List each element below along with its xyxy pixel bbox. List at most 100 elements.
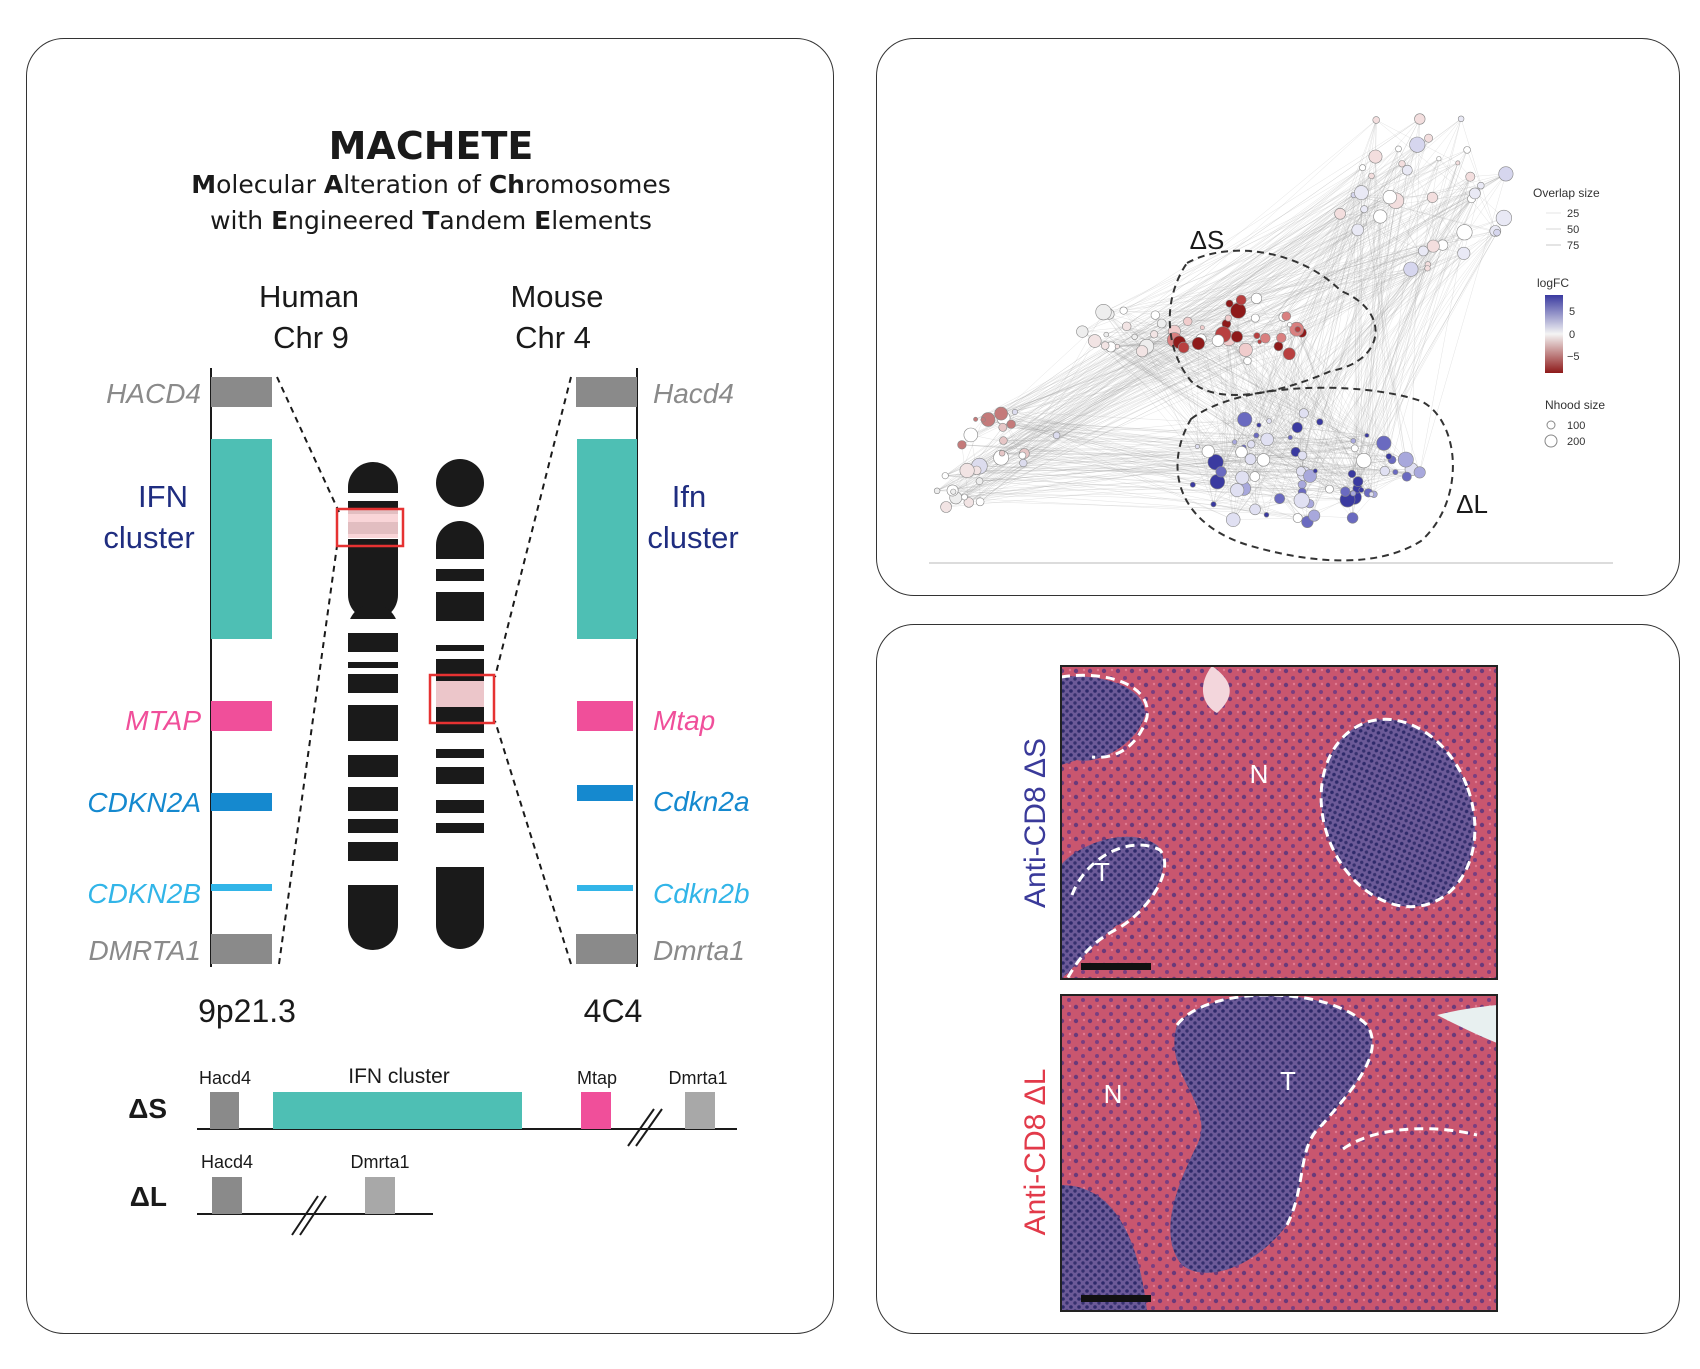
graph-edge [1258,346,1279,426]
graph-edge [1242,232,1498,478]
graph-edge [1103,311,1308,523]
graph-edge [1108,313,1242,453]
graph-edge [1351,118,1420,474]
graph-edge [1174,216,1381,332]
graph-node [1150,330,1159,339]
graph-node [1250,313,1260,323]
graph-edge [1233,245,1434,520]
graph-node [1274,493,1285,504]
graph-edge [1024,196,1390,454]
graph-node [1424,265,1431,272]
graph-node [1397,451,1414,468]
graph-node [1211,334,1225,347]
graph-node [1409,136,1426,153]
graph-edge [1319,421,1364,461]
graph-edge [955,459,1406,498]
graph-edge [1268,176,1471,422]
graph-edge [1307,162,1458,522]
graph-edge [1198,343,1245,420]
graph-edge [1419,232,1465,473]
graph-edge [1174,331,1224,335]
graph-edge [1056,435,1308,523]
graph-node [1414,113,1426,125]
graph-edge [1315,192,1362,471]
top-n-label: N [1250,759,1269,789]
graph-edge [1255,148,1399,319]
graph-edge [1267,439,1302,472]
graph-edge [1229,268,1428,304]
graph-edge [1297,148,1399,428]
graph-edge [1363,162,1458,461]
graph-edge [1094,340,1362,491]
graph-edge [1022,455,1244,489]
graph-node [1276,332,1287,343]
graph-edge [1427,176,1471,269]
graph-node [1395,145,1402,153]
graph-edge [1002,427,1252,445]
graph-edge [1297,427,1367,436]
graph-edge [1187,321,1396,473]
legend-overlap-50: 50 [1567,224,1579,236]
graph-node [1244,453,1257,466]
graph-edge [1056,435,1256,510]
graph-edge [1259,268,1428,342]
graph-node [1249,503,1261,516]
graph-edge [1154,334,1298,428]
graph-edge [1023,459,1264,464]
graph-edge [1347,232,1498,500]
mouse-locus-map [576,368,638,967]
human-hacd4-band [211,377,272,407]
graph-node [1018,451,1027,460]
graph-edge [1082,118,1420,332]
graph-edge [1258,338,1266,426]
graph-edge [1002,439,1268,454]
ds-dmrta1-label: Dmrta1 [668,1068,727,1088]
graph-edge [1289,193,1476,354]
graph-node [998,450,1006,457]
graph-edge [1000,313,1110,414]
graph-edge [1366,230,1496,436]
graph-edge [1082,163,1403,332]
graph-edge [1238,118,1462,311]
graph-edge [1197,343,1199,447]
graph-edge [1155,303,1230,316]
graph-node [1249,471,1261,482]
graph-edge [1014,299,1242,413]
graph-edge [1256,435,1298,519]
graph-edge [1082,331,1296,453]
human-gene-mtap: MTAP [125,705,201,736]
graph-edge [952,314,1156,491]
mouse-gene-mtap: Mtap [653,705,715,736]
graph-edge [1236,216,1381,337]
graph-node [1011,408,1018,415]
graph-edge [1247,360,1304,414]
graph-edge [1315,459,1393,472]
graph-node [1052,431,1061,440]
graph-edge [1000,340,1095,458]
graph-edge [979,465,1353,475]
human-ifn-band [211,439,272,639]
graph-edge [1228,318,1238,491]
legend-logfc-0: 0 [1569,329,1575,341]
graph-edge [1117,346,1385,472]
graph-node [1177,341,1190,354]
mouse-dmrta1-band [576,934,637,964]
graph-edge [1242,324,1290,478]
graph-edge [1233,517,1298,520]
graph-edge [1301,332,1368,436]
graph-edge [1376,119,1472,199]
graph-edge [955,324,1290,498]
graph-edge [1002,453,1348,500]
graph-edge [1263,443,1384,461]
graph-edge [1345,232,1498,492]
graph-edge [979,118,1462,482]
graph-node [1253,432,1260,439]
graph-node [998,422,1008,432]
graph-edge [1094,340,1330,490]
graph-edge [1174,339,1362,491]
graph-edge [1233,439,1268,520]
graph-edge [1301,268,1428,501]
legend-logfc-title: logFC [1537,276,1569,290]
graph-edge [1234,424,1260,443]
graph-edge [980,435,1367,502]
